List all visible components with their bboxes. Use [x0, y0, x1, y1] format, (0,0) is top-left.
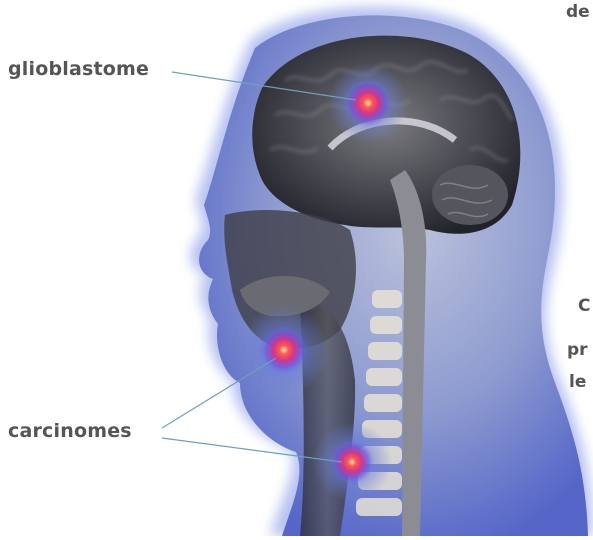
- cropped-text-4: le: [569, 372, 586, 392]
- cropped-text-2: C: [578, 296, 590, 316]
- tumor-glow-jaw: [260, 326, 308, 374]
- tumor-glow-brain: [344, 79, 392, 127]
- tumor-glow-neck: [330, 440, 374, 484]
- label-carcinomes: carcinomes: [8, 420, 132, 442]
- cropped-text-3: pr: [567, 340, 588, 360]
- cropped-text-1: de: [566, 2, 590, 22]
- label-glioblastome: glioblastome: [8, 58, 149, 80]
